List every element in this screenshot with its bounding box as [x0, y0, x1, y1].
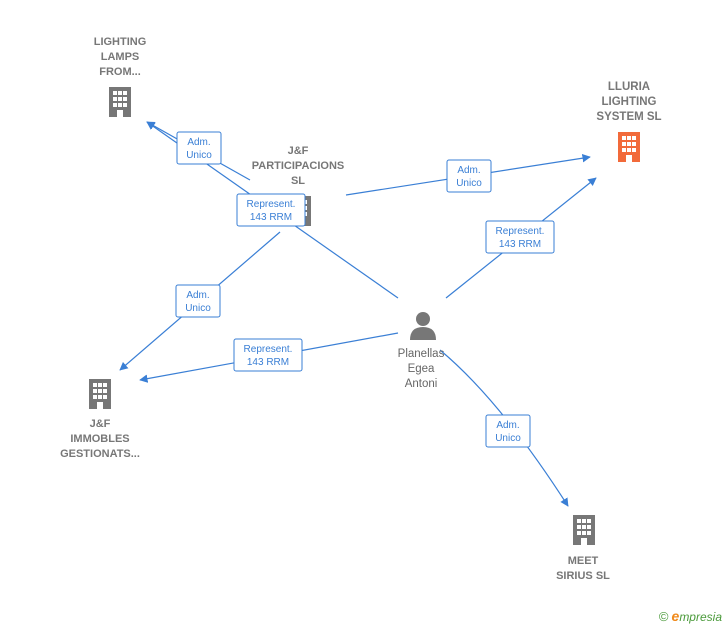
- edge-label-e4[interactable]: Represent. 143 RRM: [485, 220, 555, 254]
- edge-label-box: [236, 193, 306, 227]
- person-label-line: Planellas: [398, 348, 445, 360]
- edge-label-text: Unico: [185, 303, 211, 314]
- edge-label-e7[interactable]: Adm. Unico: [485, 414, 531, 448]
- node-lighting-lamps[interactable]: LIGHTING LAMPS FROM...: [94, 36, 147, 117]
- node-planellas[interactable]: Planellas Egea Antoni: [398, 312, 445, 390]
- node-meet-sirius[interactable]: MEET SIRIUS SL: [556, 515, 610, 582]
- building-icon: [573, 515, 595, 545]
- node-label-line: MEET: [568, 555, 599, 567]
- edge-label-box: [446, 159, 492, 193]
- brand-logo: empresia: [672, 608, 722, 624]
- node-label-line: SIRIUS SL: [556, 570, 610, 582]
- edge-label-box: [233, 338, 303, 372]
- node-jf-participacions[interactable]: J&F PARTICIPACIONS SL: [252, 145, 345, 226]
- node-label-line: LAMPS: [101, 51, 140, 63]
- node-lluria-lighting[interactable]: LLURIA LIGHTING SYSTEM SL: [596, 81, 662, 162]
- node-jf-immobles[interactable]: J&F IMMOBLES GESTIONATS...: [60, 379, 140, 460]
- edge-label-e6[interactable]: Represent. 143 RRM: [233, 338, 303, 372]
- edge-label-e5[interactable]: Adm. Unico: [175, 284, 221, 318]
- edge-label-text: Adm.: [457, 165, 480, 176]
- person-label-line: Antoni: [405, 378, 438, 390]
- edge-label-e2[interactable]: Adm. Unico: [446, 159, 492, 193]
- edge-label-text: 143 RRM: [247, 357, 289, 368]
- edge-label-text: Unico: [495, 433, 521, 444]
- edge-label-text: 143 RRM: [250, 212, 292, 223]
- node-label-line: LLURIA: [608, 81, 650, 93]
- edge-label-e3[interactable]: Represent. 143 RRM: [236, 193, 306, 227]
- edge-label-text: Adm.: [187, 137, 210, 148]
- edge-line-planellas-to-meet: [439, 349, 569, 507]
- person-icon: [410, 312, 436, 340]
- node-label-line: GESTIONATS...: [60, 448, 140, 460]
- edge-label-box: [485, 414, 531, 448]
- node-label-line: LIGHTING: [602, 96, 657, 108]
- node-label-line: J&F: [90, 418, 111, 430]
- node-label-line: FROM...: [99, 66, 141, 78]
- edge-label-text: Unico: [456, 178, 482, 189]
- edge-label-text: Represent.: [496, 226, 545, 237]
- person-label-line: Egea: [408, 363, 435, 375]
- node-label-line: IMMOBLES: [70, 433, 129, 445]
- building-icon: [89, 379, 111, 409]
- node-label-line: SYSTEM SL: [596, 111, 661, 123]
- node-label-line: SL: [291, 175, 305, 187]
- node-label-line: PARTICIPACIONS: [252, 160, 345, 172]
- edge-label-text: Unico: [186, 150, 212, 161]
- brand-logo-initial: e: [671, 608, 680, 624]
- edge-label-text: Adm.: [186, 290, 209, 301]
- edge-label-box: [175, 284, 221, 318]
- footer-branding: © empresia: [659, 608, 722, 624]
- edge-label-text: 143 RRM: [499, 239, 541, 250]
- edge-label-text: Represent.: [244, 344, 293, 355]
- edge-label-e1[interactable]: Adm. Unico: [176, 131, 222, 165]
- brand-logo-text: mpresia: [679, 610, 722, 624]
- edge-label-text: Adm.: [496, 420, 519, 431]
- edge-label-box: [485, 220, 555, 254]
- copyright-symbol: ©: [658, 608, 669, 624]
- building-icon-highlight: [618, 132, 640, 162]
- edge-label-box: [176, 131, 222, 165]
- node-label-line: LIGHTING: [94, 36, 147, 48]
- building-icon: [109, 87, 131, 117]
- edge-label-text: Represent.: [247, 199, 296, 210]
- node-label-line: J&F: [288, 145, 309, 157]
